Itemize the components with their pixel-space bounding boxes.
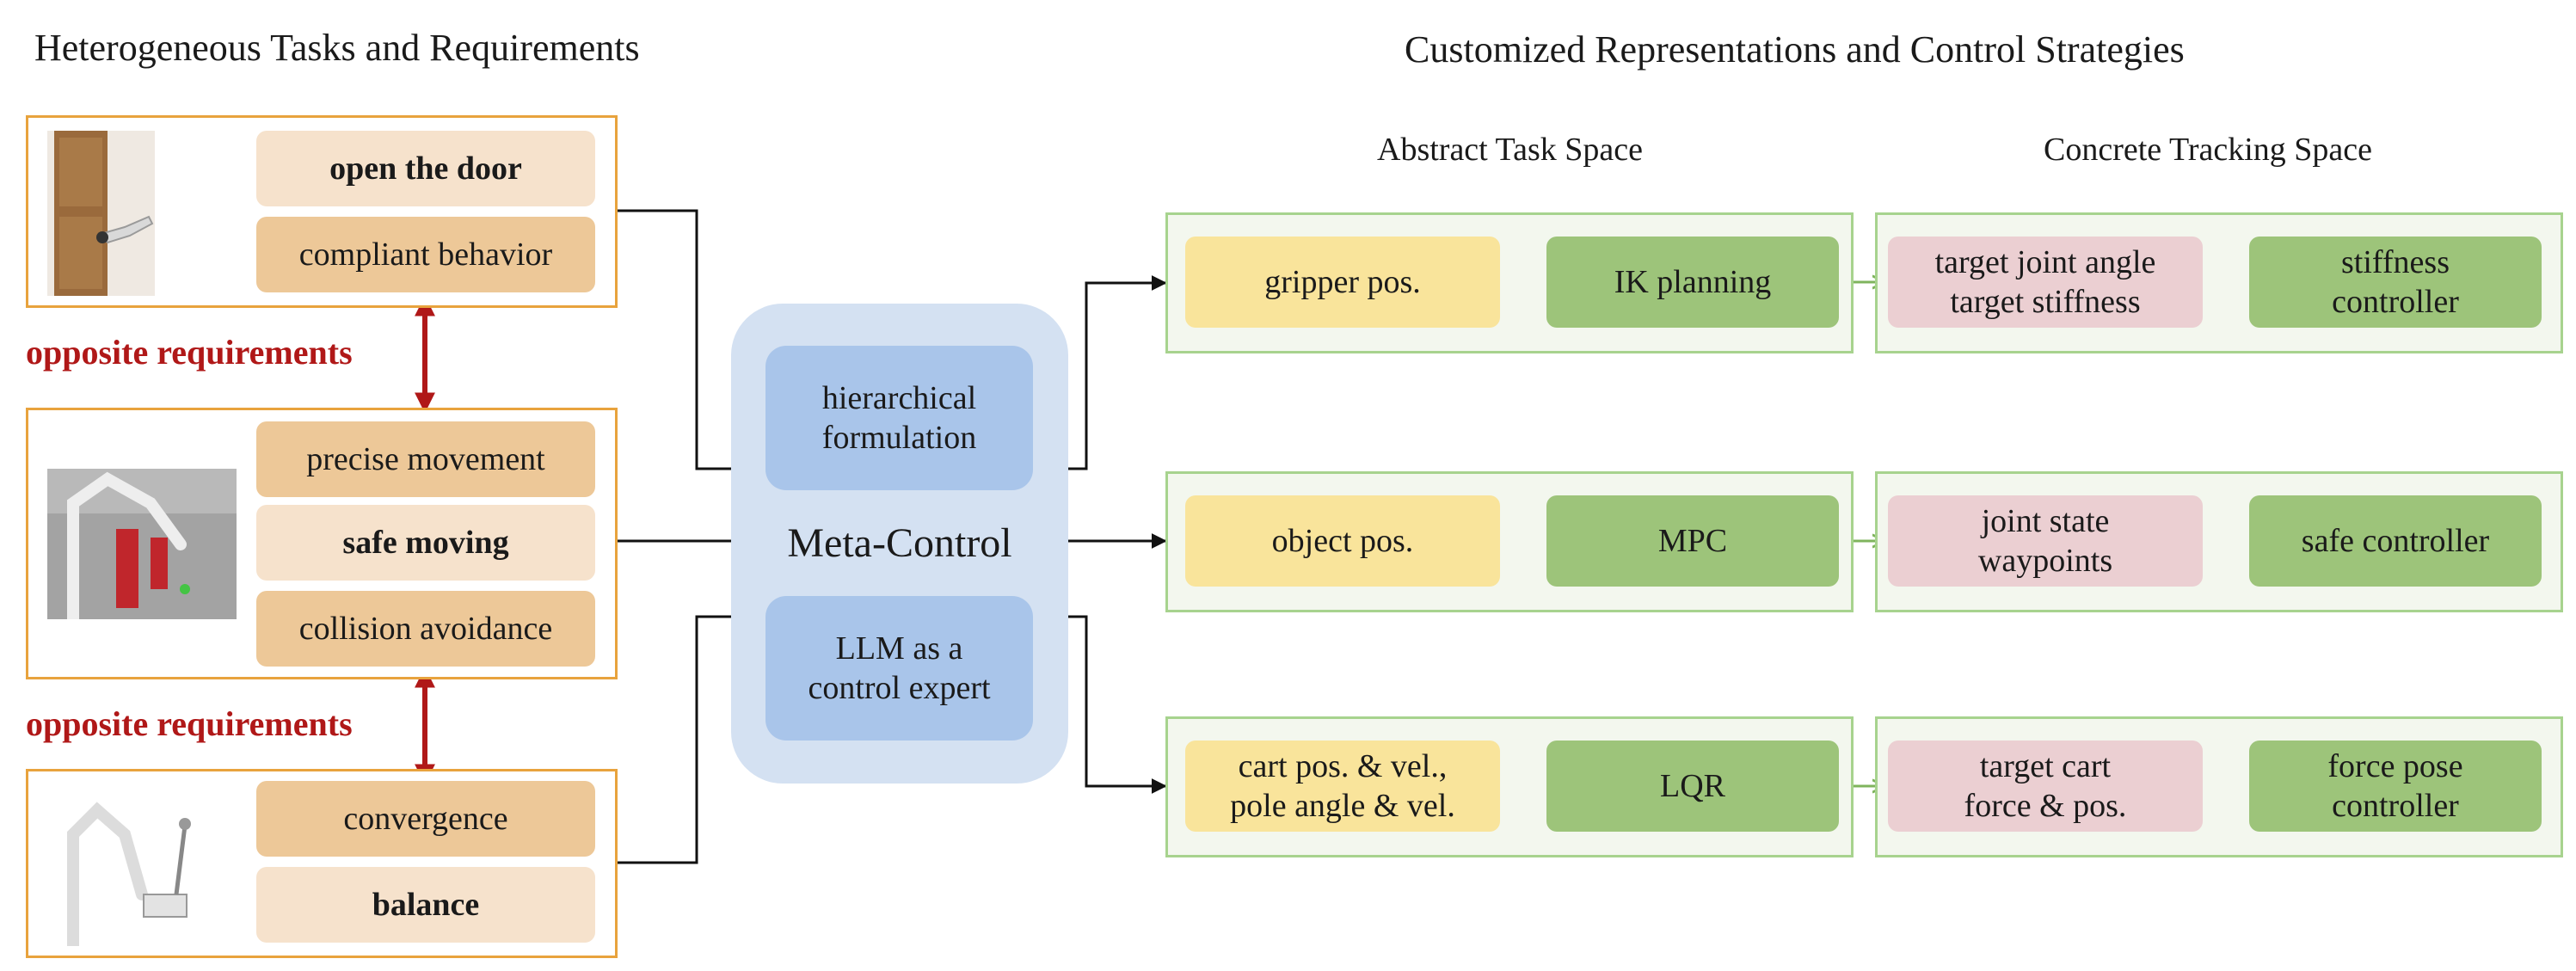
req-open-the-door: open the door [256,131,595,206]
meta-control-label: Meta-Control [787,519,1012,566]
concrete-ctrl-1: stiffness controller [2249,237,2542,328]
abstract-rep-2: object pos. [1185,495,1500,587]
req-convergence: convergence [256,781,595,857]
task-image-balance [47,800,194,952]
concrete-rep-1: target joint angle target stiffness [1888,237,2203,328]
concrete-rep-3: target cart force & pos. [1888,741,2203,832]
abstract-ctrl-3: LQR [1546,741,1839,832]
hierarchical-formulation-box: hierarchical formulation [765,346,1033,490]
concrete-ctrl-2: safe controller [2249,495,2542,587]
pipeline3-connector [1068,615,1167,794]
robot-arm-obstacle-sim-render [47,469,237,625]
abstract-space-label: Abstract Task Space [1377,132,1643,168]
concrete-rep-2: joint state waypoints [1888,495,2203,587]
left-title: Heterogeneous Tasks and Requirements [34,27,640,69]
concrete-ctrl-3: force pose controller [2249,741,2542,832]
abstract-rep-3: cart pos. & vel., pole angle & vel. [1185,741,1500,832]
req-balance: balance [256,867,595,943]
right-title: Customized Representations and Control S… [1405,28,2185,71]
task-image-door [47,131,155,296]
concrete-space-label: Concrete Tracking Space [2044,132,2373,168]
req-safe-moving: safe moving [256,505,595,581]
task-image-safe-moving [47,469,237,625]
opposite-requirements-label-1: opposite requirements [26,333,353,372]
pipeline1-connector [1068,275,1167,470]
robot-arm-cart-pole-render [67,802,191,952]
robot-arm-opening-door-photo [47,131,155,296]
req-compliant-behavior: compliant behavior [256,217,595,292]
abstract-rep-1: gripper pos. [1185,237,1500,328]
task1-connector [616,209,731,470]
opposite-requirements-label-2: opposite requirements [26,704,353,743]
req-collision-avoidance: collision avoidance [256,591,595,667]
llm-control-expert-box: LLM as a control expert [765,596,1033,741]
task3-connector [616,615,731,864]
abstract-ctrl-2: MPC [1546,495,1839,587]
abstract-ctrl-1: IK planning [1546,237,1839,328]
req-precise-movement: precise movement [256,421,595,497]
